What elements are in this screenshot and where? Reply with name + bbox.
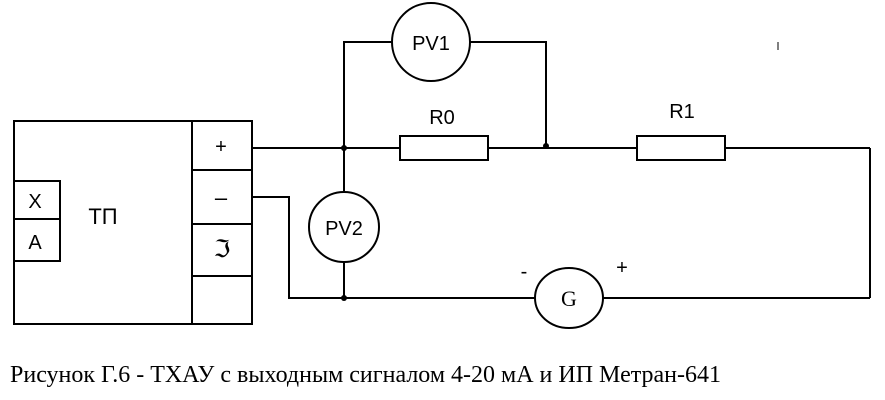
wire-pv1-branch (343, 41, 392, 148)
g-minus-label: - (521, 261, 528, 283)
tp-label: ТП (88, 204, 117, 229)
junction-dot-top (341, 145, 347, 151)
resistor-r1 (636, 135, 726, 161)
g-label: G (561, 286, 577, 311)
terminal-x-label: X (28, 191, 41, 213)
terminal-a-label: A (28, 232, 42, 254)
pv1-label: PV1 (412, 33, 450, 55)
pv2-label: PV2 (325, 218, 363, 240)
terminal-plus-label: + (215, 136, 227, 158)
r0-label: R0 (429, 107, 455, 129)
terminal-minus-label: – (215, 185, 228, 210)
g-plus-label: + (616, 257, 628, 279)
terminal-ground-label: ℑ (214, 237, 231, 263)
r1-label: R1 (669, 101, 695, 123)
junction-dot-r0 (543, 143, 549, 149)
resistor-r0 (399, 135, 489, 161)
junction-dot-bottom (341, 295, 347, 301)
wire-minus-terminal (252, 196, 536, 299)
figure-caption: Рисунок Г.6 - ТХАУ с выходным сигналом 4… (10, 362, 721, 388)
wire-pv1-return (470, 41, 547, 148)
terminal-a-box (13, 218, 61, 262)
terminal-column (191, 120, 253, 325)
